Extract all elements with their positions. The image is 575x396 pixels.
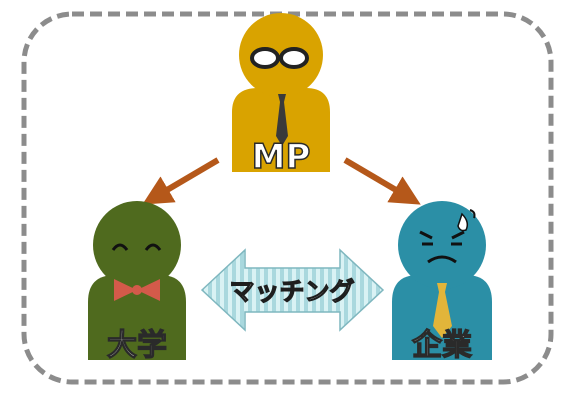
university-body: [88, 275, 186, 360]
mp-label: MP: [252, 137, 311, 177]
smiling-eyes-icon: [111, 243, 162, 251]
matching-label: マッチング: [229, 277, 354, 306]
arrow-mp-to-university: [142, 157, 220, 205]
double-arrow-shape: [200, 248, 385, 332]
worried-face-icon: [419, 230, 465, 264]
arrow-mp-to-company: [343, 157, 421, 205]
company-figure: 企業: [392, 201, 492, 364]
matching-double-arrow: マッチング: [200, 248, 385, 332]
glasses-icon: [250, 47, 309, 69]
bow-tie-icon: [114, 279, 160, 301]
tie-icon: [276, 94, 288, 146]
university-label: 大学: [107, 328, 167, 363]
university-head: [93, 201, 181, 289]
sweat-drop-icon: [457, 209, 476, 232]
mp-figure: MP: [232, 13, 330, 178]
university-figure: 大学: [88, 201, 186, 364]
tie-icon: [433, 283, 452, 338]
dashed-frame: [21, 11, 554, 385]
company-head: [398, 201, 486, 289]
company-label: 企業: [412, 328, 472, 363]
